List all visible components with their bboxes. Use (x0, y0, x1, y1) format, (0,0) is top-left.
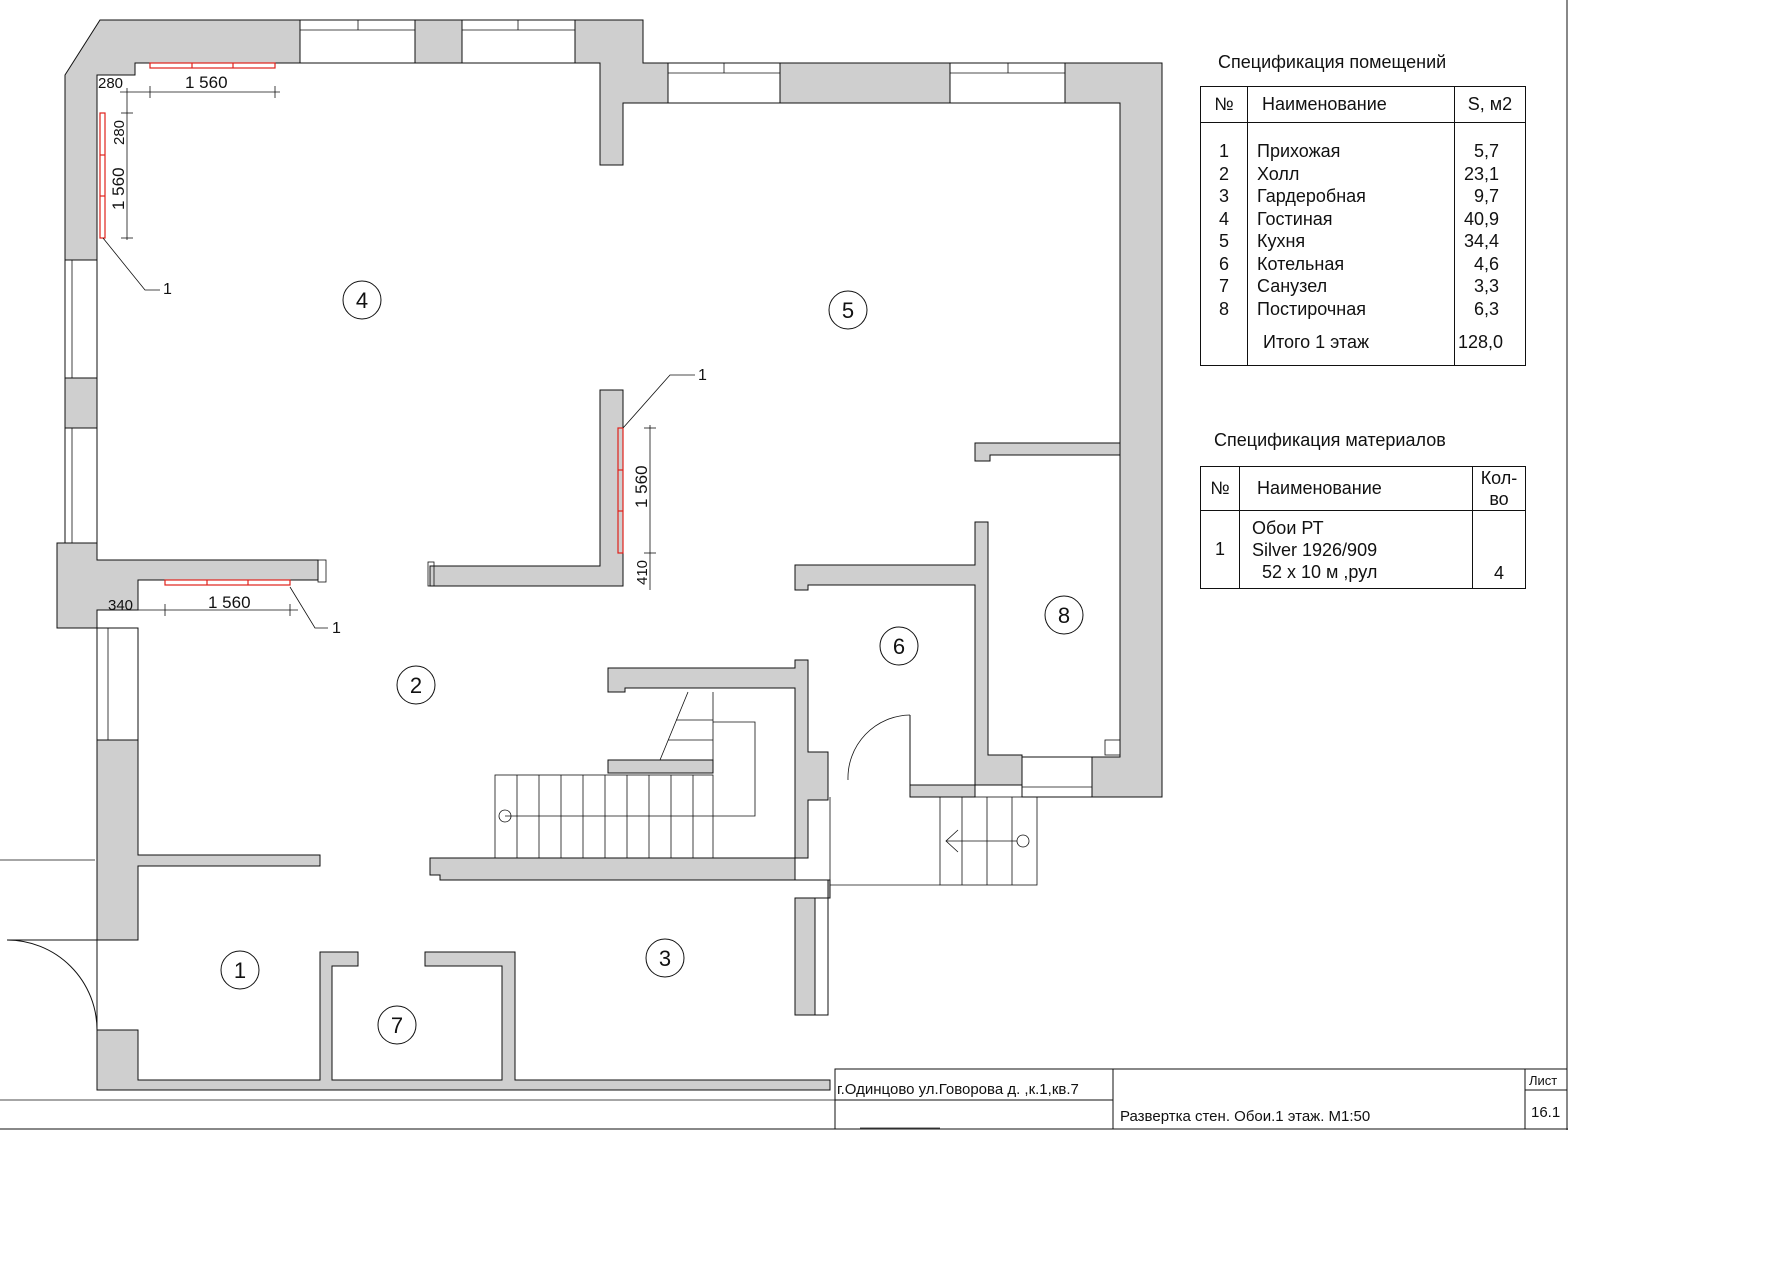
window-top-2 (461, 19, 576, 64)
room-marker-8: 8 (1044, 595, 1084, 635)
wall-top-pier (414, 19, 463, 64)
title-sheet-number: 16.1 (1531, 1104, 1560, 1121)
windows (64, 19, 1121, 1016)
leader-label-1: 1 (163, 281, 172, 298)
wall-left-west (96, 739, 321, 941)
leader-label-3: 1 (332, 620, 341, 637)
room-markers: 1 2 3 4 5 6 7 8 (220, 280, 1084, 1045)
table-row: 1 Обои РТ Silver 1926/909 52 х 10 м ,рул… (1200, 510, 1526, 589)
svg-text:2: 2 (410, 673, 422, 698)
shaft (1104, 739, 1121, 756)
svg-text:5: 5 (842, 298, 854, 323)
window-top-1 (299, 19, 416, 64)
material-name-line3: 52 х 10 м ,рул (1262, 561, 1378, 582)
title-sheet-title: Развертка стен. Обои.1 этаж. М1:50 (1120, 1108, 1370, 1125)
title-block (834, 1068, 1568, 1130)
title-address: г.Одинцово ул.Говорова д. ,к.1,кв.7 (837, 1081, 1079, 1098)
leader-label-2: 1 (698, 367, 707, 384)
room-marker-3: 3 (645, 938, 685, 978)
wall-center-partition (429, 389, 624, 587)
material-name-line1: Обои РТ (1252, 517, 1324, 538)
material-qty: 4 (1472, 510, 1526, 589)
wall-stair-landing (607, 759, 714, 774)
svg-text:4: 4 (356, 288, 368, 313)
wall-right (1064, 62, 1163, 798)
wall-top-pier-2 (779, 62, 951, 104)
dim-top-length: 1 560 (185, 73, 228, 92)
dim-left-length: 1 560 (109, 167, 128, 210)
walls (56, 19, 1163, 1091)
room-marker-7: 7 (377, 1005, 417, 1045)
window-left-3 (96, 627, 139, 741)
room-marker-2: 2 (396, 665, 436, 705)
dimension-lines (102, 86, 695, 629)
boiler-door-arc (847, 714, 911, 781)
rooms-spec-header: № Наименование S, м2 (1200, 86, 1526, 123)
entrance-door (6, 939, 98, 1031)
wallpaper-markers (99, 62, 624, 586)
room-marker-1: 1 (220, 950, 260, 990)
col-area-header: S, м2 (1454, 86, 1526, 123)
doors (6, 559, 911, 1031)
col-no-header: № (1200, 86, 1248, 123)
dim-middle-offset: 410 (634, 560, 651, 585)
window-storage (814, 897, 829, 1016)
col-name-header: Наименование (1247, 86, 1455, 123)
window-top-4 (949, 62, 1066, 104)
svg-text:1: 1 (234, 958, 246, 983)
dim-top-offset: 280 (98, 75, 123, 92)
room-marker-6: 6 (879, 626, 919, 666)
window-left-1 (64, 259, 98, 379)
room-marker-4: 4 (342, 280, 382, 320)
wall-left-pier (64, 377, 98, 429)
dim-left-offset: 280 (111, 120, 128, 145)
dim-middle-length: 1 560 (632, 465, 651, 508)
col-no-header: № (1200, 466, 1240, 511)
rooms-spec-title: Спецификация помещений (1218, 52, 1447, 72)
svg-text:8: 8 (1058, 603, 1070, 628)
svg-text:7: 7 (391, 1013, 403, 1038)
materials-spec-title: Спецификация материалов (1214, 430, 1446, 450)
dim-lower-length: 1 560 (208, 593, 251, 612)
room-marker-5: 5 (828, 290, 868, 330)
total-label: Итого 1 этаж (1247, 320, 1455, 366)
window-left-2 (64, 427, 98, 544)
wall-top-middle (574, 19, 669, 166)
door-jamb-left (317, 559, 327, 583)
stairs (494, 691, 1038, 886)
total-value: 128,0 (1454, 320, 1526, 366)
dim-lower-offset: 340 (108, 597, 133, 614)
col-qty-header: Кол-во (1472, 466, 1526, 511)
materials-spec-table: № Наименование Кол-во 1 Обои РТ Silver 1… (1200, 466, 1526, 589)
col-name-header: Наименование (1239, 466, 1473, 511)
wall-stair-core (607, 659, 829, 859)
svg-text:6: 6 (893, 634, 905, 659)
svg-text:3: 3 (659, 946, 671, 971)
material-name-line2: Silver 1926/909 (1252, 539, 1378, 560)
materials-spec-header: № Наименование Кол-во (1200, 466, 1526, 511)
floor-plan-drawing: 280 1 560 280 1 560 1 560 410 340 1 560 … (0, 0, 1568, 1130)
wall-left-lower (56, 542, 319, 629)
title-sheet-label: Лист (1529, 1073, 1557, 1088)
wall-kitchen-stub (974, 442, 1121, 462)
wall-stair-bottom (429, 857, 831, 1016)
door-jamb-right (427, 561, 435, 587)
wall-bottom (96, 951, 831, 1091)
window-laundry (1021, 756, 1093, 798)
